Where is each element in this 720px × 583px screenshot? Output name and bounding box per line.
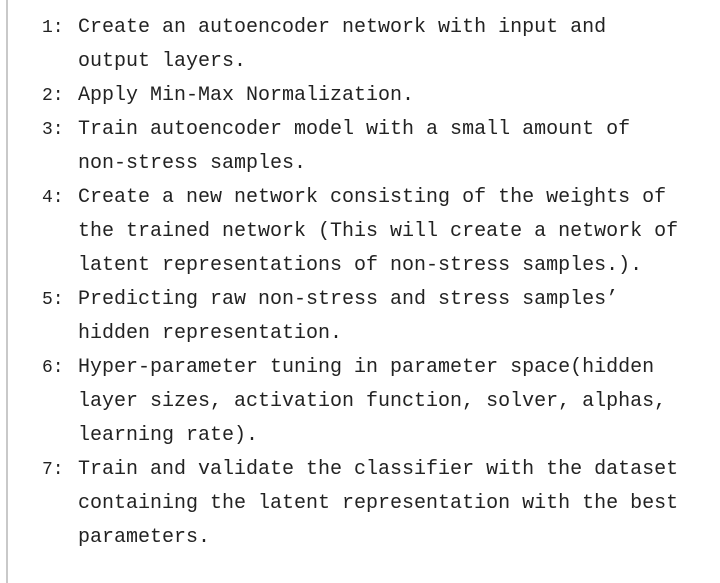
- algorithm-step-6: 6: Hyper-parameter tuning in parameter s…: [8, 351, 678, 453]
- step-text-line: hidden representation.: [78, 322, 343, 345]
- step-text-line: Predicting raw non-stress and stress sam…: [78, 288, 619, 311]
- step-number: 3:: [42, 120, 64, 140]
- algorithm-step-2: 2: Apply Min-Max Normalization.: [8, 79, 678, 113]
- step-number: 4:: [42, 188, 64, 208]
- step-text-line: Train and validate the classifier with t…: [78, 458, 679, 481]
- step-text-line: Apply Min-Max Normalization.: [78, 84, 415, 107]
- step-text-line: learning rate).: [78, 424, 259, 447]
- step-text-line: Train autoencoder model with a small amo…: [78, 118, 631, 141]
- algorithm-step-4: 4: Create a new network consisting of th…: [8, 181, 678, 283]
- step-number: 6:: [42, 358, 64, 378]
- step-number: 2:: [42, 86, 64, 106]
- step-text-line: latent representations of non-stress sam…: [78, 254, 643, 277]
- algorithm-step-7: 7: Train and validate the classifier wit…: [8, 453, 678, 555]
- step-text-line: output layers.: [78, 50, 247, 73]
- algorithm-step-3: 3: Train autoencoder model with a small …: [8, 113, 678, 181]
- step-text-line: containing the latent representation wit…: [78, 492, 679, 515]
- step-number: 7:: [42, 460, 64, 480]
- step-text-line: the trained network (This will create a …: [78, 220, 679, 243]
- step-number: 1:: [42, 18, 64, 38]
- algorithm-step-5: 5: Predicting raw non-stress and stress …: [8, 283, 678, 351]
- algorithm-steps-list: 1: Create an autoencoder network with in…: [8, 11, 678, 555]
- step-text-line: Create a new network consisting of the w…: [78, 186, 667, 209]
- step-text-line: Create an autoencoder network with input…: [78, 16, 607, 39]
- step-text-line: layer sizes, activation function, solver…: [78, 390, 667, 413]
- step-text-line: Hyper-parameter tuning in parameter spac…: [78, 356, 655, 379]
- algorithm-step-1: 1: Create an autoencoder network with in…: [8, 11, 678, 79]
- step-text-line: non-stress samples.: [78, 152, 307, 175]
- step-number: 5:: [42, 290, 64, 310]
- step-text-line: parameters.: [78, 526, 211, 549]
- algorithm-frame: 1: Create an autoencoder network with in…: [6, 0, 720, 583]
